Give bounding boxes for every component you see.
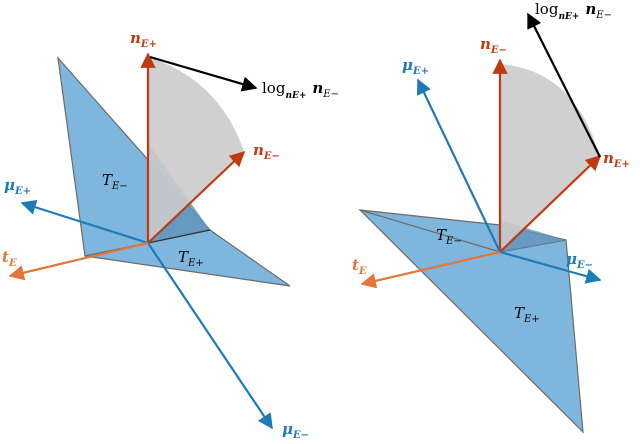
left-label-mu-plus: μE+	[4, 176, 31, 197]
right-n-plus-arrow	[499, 154, 602, 253]
left-label-log: lognE+nE−	[262, 79, 339, 101]
right-label-t: tE	[352, 256, 367, 277]
right-panel: nE− nE+ lognE+nE− μE+ μE− tE TE− TE+	[352, 0, 630, 434]
left-label-mu-minus: μE−	[282, 420, 309, 441]
left-label-T-plus: TE+	[178, 248, 204, 269]
left-panel: nE+ nE− lognE+nE− μE+ μE− tE TE− TE+	[2, 29, 339, 441]
right-label-mu-minus: μE−	[566, 250, 593, 271]
right-arc-sector	[500, 64, 600, 252]
left-arc-sector	[148, 57, 244, 243]
right-t-arrow	[360, 250, 501, 289]
left-label-t: tE	[2, 248, 17, 269]
right-mu-plus-arrow	[417, 78, 501, 253]
right-label-log: lognE+nE−	[535, 0, 612, 22]
left-t-arrow	[8, 241, 149, 281]
right-mu-minus-arrow	[499, 250, 602, 284]
right-label-n-minus: nE−	[480, 35, 507, 56]
left-log-arrow	[149, 55, 258, 92]
right-log-arrow	[527, 12, 601, 158]
left-mu-minus-arrow	[147, 242, 273, 430]
right-label-T-minus: TE−	[436, 226, 462, 247]
left-label-n-plus: nE+	[130, 29, 157, 50]
left-label-n-minus: nE−	[253, 141, 280, 162]
left-n-minus-arrow	[147, 150, 246, 244]
right-label-T-plus: TE+	[514, 304, 540, 325]
right-label-mu-plus: μE+	[402, 56, 429, 77]
left-shared-edge	[147, 229, 211, 244]
left-label-T-minus: TE−	[102, 171, 128, 192]
left-mu-plus-arrow	[20, 199, 149, 245]
right-label-n-plus: nE+	[603, 149, 630, 170]
